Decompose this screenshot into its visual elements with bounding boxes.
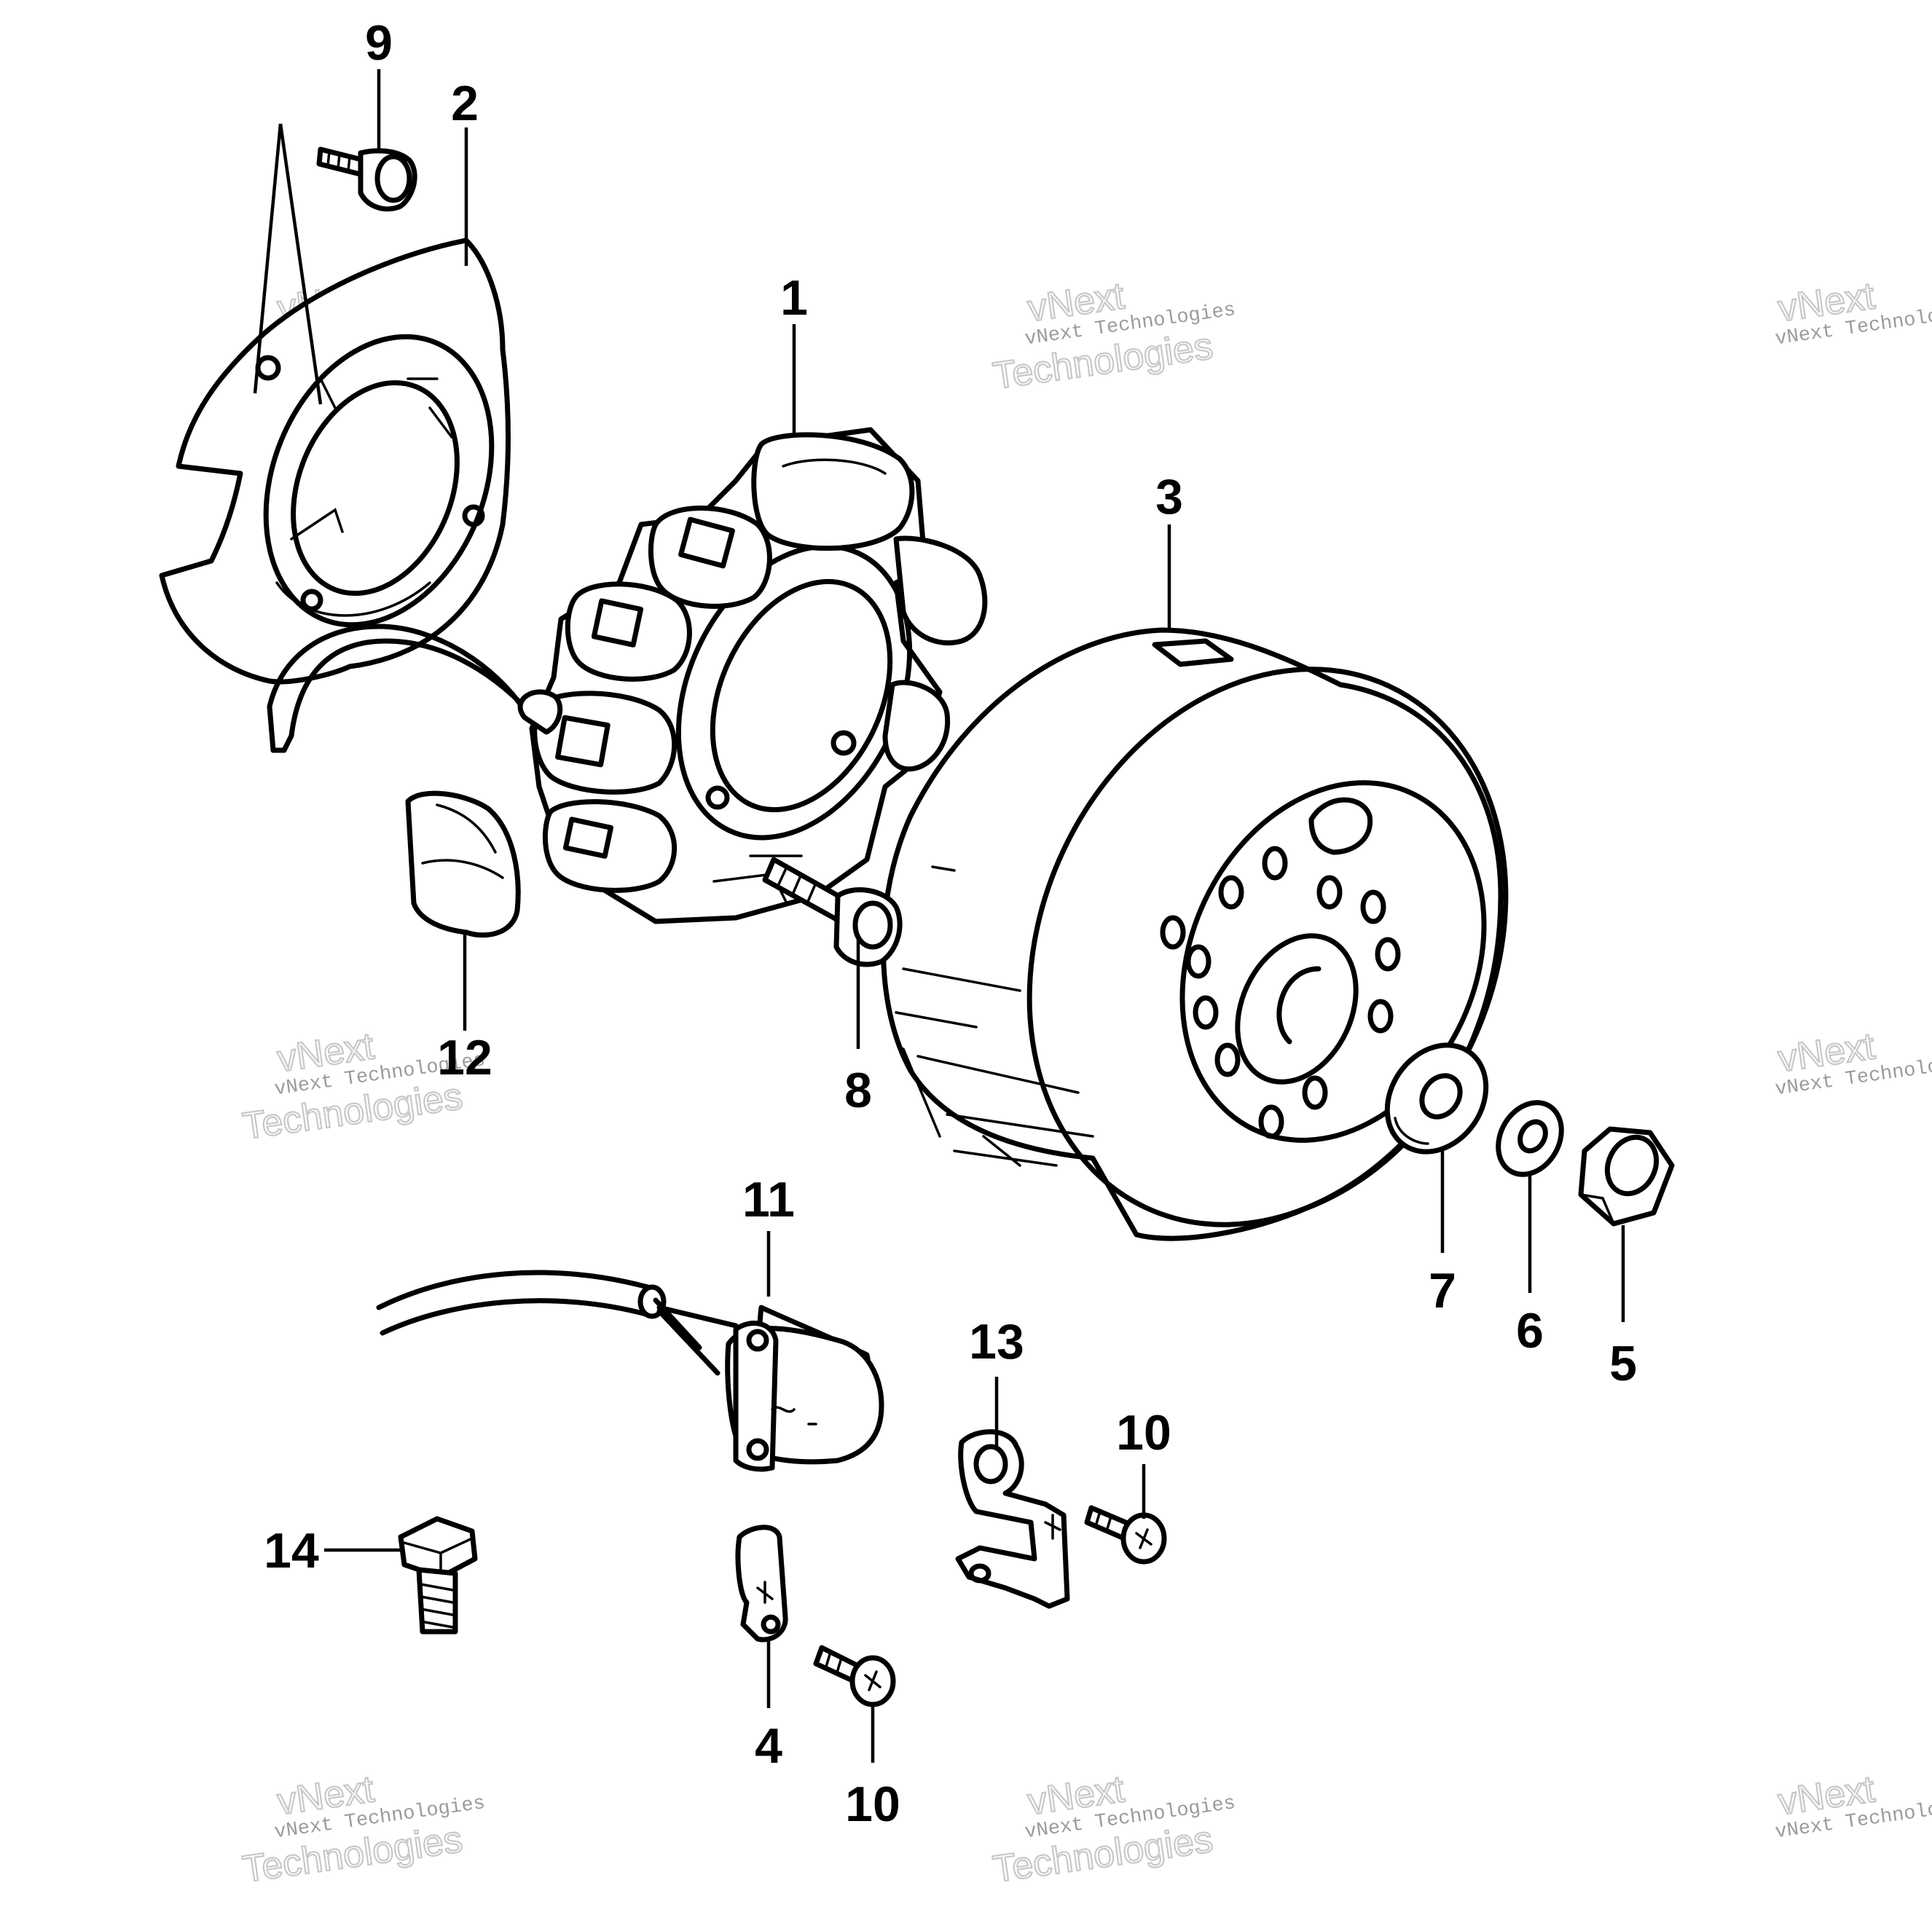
leader-group-9	[253, 123, 323, 405]
callout-4: 4	[755, 1718, 782, 1774]
callout-3: 3	[1155, 469, 1183, 524]
part-bracket-11	[955, 1429, 1070, 1609]
callout-10-lower: 10	[845, 1777, 900, 1832]
callout-13: 12	[437, 1030, 492, 1085]
part-stator	[529, 427, 988, 924]
part-pulse-generator-12	[376, 1270, 884, 1472]
watermark: vNext vNext Technologies Technologies	[990, 274, 1237, 398]
callout-6: 6	[1516, 1303, 1544, 1358]
flywheel-holes	[1160, 846, 1401, 1139]
part-nut-5	[1578, 1126, 1675, 1227]
part-grommet-13	[405, 790, 521, 938]
callout-7: 7	[1429, 1263, 1456, 1318]
watermark: vNext vNext Technologies	[1774, 1767, 1932, 1844]
watermark: vNext vNext Technologies Technologies	[240, 1767, 487, 1892]
callout-10-upper: 10	[1116, 1405, 1171, 1460]
callout-11: 13	[969, 1314, 1024, 1369]
part-washer-6	[1496, 1100, 1564, 1177]
watermark: vNext vNext Technologies Technologies	[990, 1767, 1237, 1892]
part-screw-9	[316, 146, 417, 212]
callout-1: 1	[780, 270, 808, 326]
callout-12: 11	[742, 1172, 795, 1227]
part-screw-10-lower	[813, 1645, 896, 1707]
part-bolt-8	[762, 857, 903, 967]
watermark: vNext vNext Technologies	[1774, 1024, 1932, 1101]
callout-8: 8	[844, 1063, 872, 1118]
stator-wire	[267, 624, 563, 753]
callout-labels: 9 2 1 3 12 8 11 7 6 5 13 10 14 4 10	[264, 15, 1637, 1832]
watermark: vNext vNext Technologies	[1774, 274, 1932, 350]
part-bolt-14	[398, 1516, 478, 1635]
callout-5: 5	[1609, 1336, 1637, 1391]
callout-9: 9	[365, 15, 393, 71]
part-washer-7	[1384, 1042, 1489, 1155]
part-flywheel-rotor	[881, 627, 1509, 1241]
callout-2: 2	[451, 76, 479, 131]
part-plate-4	[735, 1525, 788, 1643]
part-stator-base-plate	[159, 237, 511, 685]
part-screw-10-upper	[1084, 1505, 1167, 1565]
leader-lines	[324, 69, 1625, 1763]
callout-14: 14	[264, 1523, 319, 1578]
